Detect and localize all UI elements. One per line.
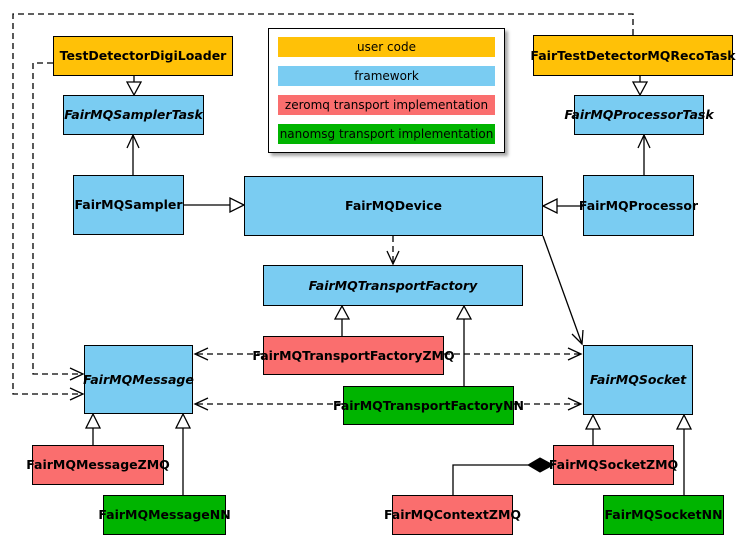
- node-fair-test-detector-mq-reco-task: FairTestDetectorMQRecoTask: [530, 35, 736, 76]
- legend-item-nanomsg: nanomsg transport implementation: [278, 124, 495, 144]
- node-fair-mq-context-zmq: FairMQContextZMQ: [384, 495, 521, 535]
- node-fair-mq-socket-nn: FairMQSocketNN: [603, 495, 724, 535]
- node-fair-mq-sampler-task: FairMQSamplerTask: [63, 95, 204, 135]
- node-fair-mq-device: FairMQDevice: [244, 176, 543, 236]
- edge-inheritance-tfnn-transportfactory: [455, 304, 473, 386]
- edge-inheritance-msgnn-message: [174, 412, 192, 495]
- edge-dependency-device-transportfactory: [386, 236, 400, 266]
- node-fair-mq-processor-task: FairMQProcessorTask: [564, 95, 714, 135]
- edge-composition-sockzmq-contextzmq: [452, 457, 555, 495]
- edge-dependency-recotask-message: [12, 13, 634, 401]
- node-fair-mq-message-nn: FairMQMessageNN: [98, 495, 231, 535]
- legend: user code framework zeromq transport imp…: [268, 28, 505, 153]
- edge-inheritance-msgzmq-message: [84, 412, 102, 445]
- node-test-detector-digi-loader: TestDetectorDigiLoader: [53, 36, 233, 76]
- node-fair-mq-transport-factory: FairMQTransportFactory: [263, 265, 523, 306]
- edge-dependency-tfnn-message: [193, 397, 343, 411]
- edge-association-sampler-samplertask: [126, 133, 140, 175]
- edge-association-processor-processortask: [637, 133, 651, 175]
- edge-inheritance-recotask-processortask: [631, 76, 649, 97]
- edge-inheritance-socknn-socket: [675, 413, 693, 495]
- node-fair-mq-message: FairMQMessage: [83, 345, 194, 414]
- node-fair-mq-transport-factory-nn: FairMQTransportFactoryNN: [333, 386, 524, 425]
- edge-inheritance-processor-device: [541, 197, 583, 215]
- node-fair-mq-transport-factory-zmq: FairMQTransportFactoryZMQ: [252, 336, 455, 375]
- edge-inheritance-tfzmq-transportfactory: [333, 304, 351, 336]
- edge-inheritance-sockzmq-socket: [584, 413, 602, 445]
- node-fair-mq-message-zmq: FairMQMessageZMQ: [26, 445, 170, 485]
- legend-item-zeromq: zeromq transport implementation: [278, 95, 495, 115]
- edge-dependency-tfzmq-message: [193, 347, 263, 361]
- edge-dependency-digiloader-message: [32, 62, 85, 381]
- node-fair-mq-sampler: FairMQSampler: [73, 175, 184, 235]
- node-fair-mq-socket-zmq: FairMQSocketZMQ: [549, 445, 678, 485]
- node-fair-mq-socket: FairMQSocket: [583, 345, 693, 415]
- edge-dependency-tfzmq-socket: [444, 347, 583, 361]
- edge-inheritance-digiloader-samplertask: [125, 76, 143, 97]
- edge-association-device-socket: [542, 235, 584, 346]
- node-fair-mq-processor: FairMQProcessor: [579, 175, 698, 236]
- legend-item-user-code: user code: [278, 37, 495, 57]
- legend-item-framework: framework: [278, 66, 495, 86]
- edge-inheritance-sampler-device: [184, 196, 246, 214]
- edge-dependency-tfnn-socket: [514, 397, 583, 411]
